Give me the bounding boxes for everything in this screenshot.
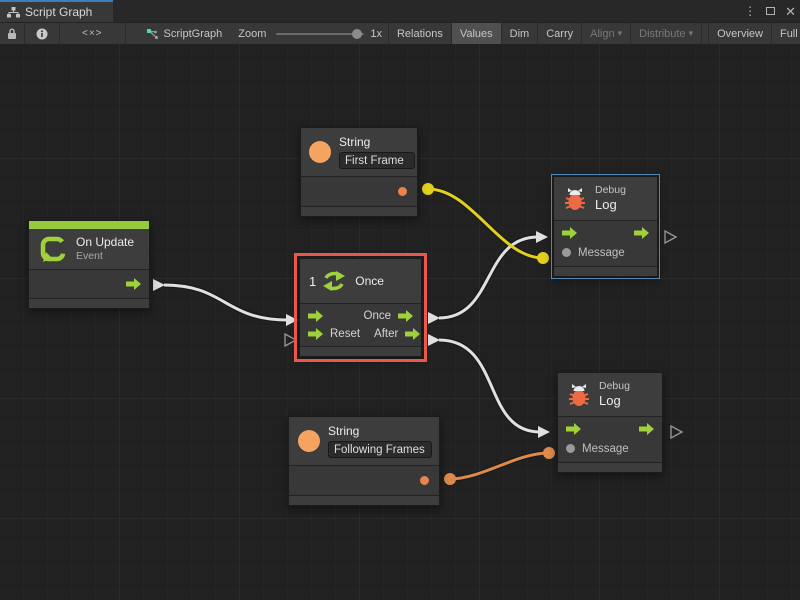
node-title: Log	[599, 392, 621, 408]
flow-in-port[interactable]	[308, 310, 323, 322]
flow-in-port[interactable]	[566, 422, 581, 435]
graph-toolbar: <×> ScriptGraph Zoom 1x Relations Values…	[0, 22, 800, 44]
port-label-message: Message	[578, 246, 625, 259]
string-value-out-port[interactable]	[398, 187, 407, 196]
node-string-first-frame[interactable]: String	[300, 127, 418, 217]
flow-out-port[interactable]	[634, 226, 649, 239]
debuglog-top-flow-out-outer[interactable]	[664, 229, 678, 245]
graph-name-label: ScriptGraph	[163, 27, 223, 40]
tab-title: Script Graph	[25, 5, 93, 19]
string-value-field[interactable]	[328, 441, 432, 458]
port-label-once: Once	[363, 310, 392, 322]
node-string-following-frames[interactable]: String	[288, 416, 440, 506]
once-multiplier: 1	[309, 273, 317, 289]
toolbar-button-align[interactable]: Align ▾	[582, 23, 632, 44]
toolbar-button-values[interactable]: Values	[451, 23, 502, 44]
zoom-label: Zoom	[238, 27, 267, 40]
string-value-field[interactable]	[339, 152, 415, 169]
node-on-update[interactable]: On Update Event	[28, 220, 150, 309]
connection-stringfollowing-to-message-bottom[interactable]	[444, 447, 555, 485]
flow-out-port[interactable]	[639, 422, 654, 435]
port-label-message: Message	[582, 442, 629, 455]
info-button[interactable]	[25, 23, 60, 44]
toolbar-button-dim[interactable]: Dim	[502, 23, 539, 44]
zoom-slider-handle[interactable]	[352, 28, 363, 39]
script-graph-icon	[146, 28, 159, 40]
connection-once-to-debuglog-top[interactable]	[428, 231, 548, 324]
message-in-port[interactable]	[562, 248, 571, 258]
once-reset-port-outer[interactable]	[284, 332, 298, 348]
node-subtitle: Event	[76, 250, 103, 263]
node-title-small: Debug	[599, 380, 630, 392]
code-view-button[interactable]: <×>	[60, 23, 126, 44]
zoom-control: Zoom 1x	[232, 23, 388, 44]
bug-icon	[563, 186, 587, 211]
graph-name-area[interactable]: ScriptGraph	[136, 23, 233, 44]
connection-stringfirst-to-message-top[interactable]	[422, 183, 549, 264]
flow-out-port[interactable]	[126, 278, 141, 290]
connection-once-to-debuglog-bottom[interactable]	[428, 334, 550, 438]
port-label-reset: Reset	[330, 328, 361, 340]
info-icon	[36, 28, 48, 40]
node-footer	[558, 461, 662, 472]
maximize-icon[interactable]	[766, 7, 776, 15]
toolbar-button-overview[interactable]: Overview	[708, 23, 772, 44]
node-footer	[29, 298, 149, 308]
node-title: Log	[595, 196, 617, 212]
node-title: String	[339, 135, 371, 149]
toolbar-button-fullscreen[interactable]: Full Screen	[779, 27, 800, 40]
tab-script-graph[interactable]: Script Graph	[0, 0, 113, 22]
graph-hierarchy-icon	[7, 6, 20, 18]
graph-canvas[interactable]: String On Update Event	[0, 44, 800, 600]
close-icon[interactable]: ✕	[785, 3, 796, 19]
cycle-arrows-icon	[321, 268, 347, 294]
once-out-port[interactable]	[398, 310, 413, 322]
node-footer	[289, 495, 439, 505]
toolbar-button-carry[interactable]: Carry	[538, 23, 583, 44]
node-debug-log-bottom[interactable]: Debug Log Message	[557, 372, 663, 473]
chevron-down-icon: ▾	[688, 28, 694, 38]
node-footer	[300, 346, 421, 356]
bug-icon	[567, 382, 591, 407]
node-title-small: Debug	[595, 184, 626, 196]
message-in-port[interactable]	[566, 444, 575, 454]
lock-icon	[7, 28, 17, 39]
flow-in-port[interactable]	[562, 226, 577, 239]
toolbar-button-distribute[interactable]: Distribute ▾	[631, 23, 703, 44]
window-titlebar: Script Graph ⋮ ✕	[0, 0, 800, 22]
toolbar-spacer	[126, 23, 136, 44]
toolbar-button-relations[interactable]: Relations	[387, 23, 452, 44]
node-footer	[301, 206, 417, 216]
chevron-down-icon: ▾	[617, 28, 623, 38]
lock-button[interactable]	[0, 23, 25, 44]
code-icon: <×>	[82, 28, 103, 39]
node-title: String	[328, 424, 360, 438]
loop-arrow-icon	[38, 234, 68, 264]
node-title: Once	[355, 273, 384, 288]
string-circle-icon	[298, 430, 320, 452]
node-debug-log-top[interactable]: Debug Log Message	[551, 174, 660, 279]
debuglog-bottom-flow-out-outer[interactable]	[670, 424, 684, 440]
reset-in-port[interactable]	[308, 328, 323, 340]
port-label-after: After	[374, 328, 399, 340]
node-footer	[554, 265, 657, 276]
string-circle-icon	[309, 141, 331, 163]
kebab-menu-icon[interactable]: ⋮	[744, 4, 757, 18]
node-title: On Update	[76, 235, 135, 250]
node-once[interactable]: 1 Once Once	[294, 253, 427, 362]
event-accent-strip	[29, 221, 149, 229]
zoom-value: 1x	[370, 27, 382, 40]
zoom-slider[interactable]	[276, 28, 365, 39]
string-value-out-port[interactable]	[420, 476, 429, 485]
after-out-port[interactable]	[405, 328, 421, 340]
connection-onupdate-to-once[interactable]	[153, 279, 298, 326]
